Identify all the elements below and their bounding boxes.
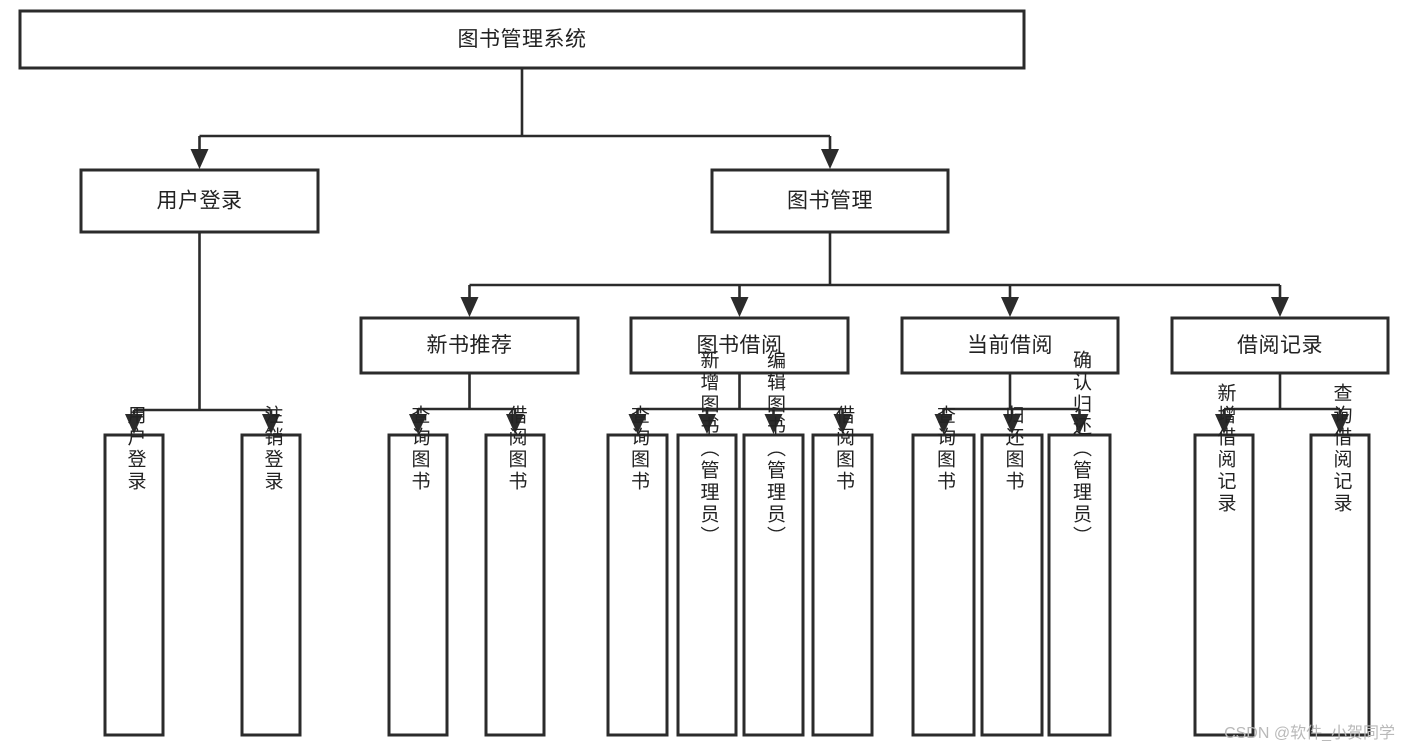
- node-label-book-borrow: 图书借阅: [697, 334, 783, 357]
- arrow-head-icon: [506, 414, 524, 434]
- node-leaf-add-borrow-record[interactable]: 新增借阅记录: [1193, 383, 1255, 737]
- arrow-head-icon: [821, 149, 839, 169]
- node-leaf-borrow-book-2[interactable]: 借阅图书: [811, 405, 874, 737]
- node-leaf-add-book-admin[interactable]: 新增图书（管理员）: [676, 350, 738, 737]
- node-box-book-manage: [710, 168, 950, 234]
- node-box-leaf-edit-book-admin: [742, 433, 805, 737]
- node-box-root: [18, 9, 1026, 70]
- node-layer: 图书管理系统用户登录图书管理新书推荐图书借阅当前借阅借阅记录用户登录注销登录查询…: [18, 9, 1390, 737]
- node-box-book-borrow: [629, 316, 850, 375]
- node-box-leaf-user-login: [103, 433, 165, 737]
- arrow-head-icon: [460, 297, 479, 317]
- node-user-login[interactable]: 用户登录: [79, 168, 320, 234]
- node-leaf-query-book-2[interactable]: 查询图书: [606, 405, 669, 737]
- node-label-leaf-query-book-2: 查询图书: [628, 405, 650, 493]
- arrow-head-icon: [125, 414, 143, 434]
- connector-layer: [125, 68, 1349, 434]
- node-leaf-confirm-return-admin[interactable]: 确认归还（管理员）: [1047, 350, 1112, 737]
- node-box-borrow-record: [1170, 316, 1390, 375]
- node-box-leaf-confirm-return-admin: [1047, 433, 1112, 737]
- node-box-leaf-query-book-1: [387, 433, 449, 737]
- node-label-leaf-borrow-book-1: 借阅图书: [506, 405, 528, 493]
- node-label-leaf-add-book-admin: 新增图书（管理员）: [698, 350, 720, 548]
- node-box-leaf-logout: [240, 433, 302, 737]
- arrow-head-icon: [1271, 297, 1289, 317]
- node-box-user-login: [79, 168, 320, 234]
- node-book-manage[interactable]: 图书管理: [710, 168, 950, 234]
- node-box-leaf-query-book-2: [606, 433, 669, 737]
- node-label-leaf-logout: 注销登录: [262, 405, 284, 493]
- node-box-leaf-add-borrow-record: [1193, 433, 1255, 737]
- node-leaf-query-book-3[interactable]: 查询图书: [911, 405, 976, 737]
- arrow-head-icon: [190, 149, 209, 169]
- arrow-head-icon: [409, 414, 427, 434]
- node-label-root: 图书管理系统: [458, 28, 587, 51]
- node-box-new-book-recommend: [359, 316, 580, 375]
- node-root[interactable]: 图书管理系统: [18, 9, 1026, 70]
- node-label-new-book-recommend: 新书推荐: [427, 334, 513, 357]
- arrow-head-icon: [1001, 297, 1019, 317]
- node-label-leaf-query-book-1: 查询图书: [409, 405, 431, 493]
- node-box-leaf-borrow-book-1: [484, 433, 546, 737]
- arrow-head-icon: [1215, 414, 1233, 434]
- node-label-leaf-borrow-book-2: 借阅图书: [833, 405, 855, 493]
- node-label-borrow-record: 借阅记录: [1237, 334, 1323, 357]
- node-label-leaf-query-borrow-record: 查询借阅记录: [1331, 383, 1353, 515]
- node-current-borrow[interactable]: 当前借阅: [900, 316, 1120, 375]
- node-label-leaf-edit-book-admin: 编辑图书（管理员）: [764, 350, 786, 548]
- node-leaf-edit-book-admin[interactable]: 编辑图书（管理员）: [742, 350, 805, 737]
- node-label-book-manage: 图书管理: [787, 190, 873, 213]
- node-leaf-query-book-1[interactable]: 查询图书: [387, 405, 449, 737]
- node-box-leaf-query-book-3: [911, 433, 976, 737]
- arrow-head-icon: [764, 414, 783, 434]
- node-leaf-logout[interactable]: 注销登录: [240, 405, 302, 737]
- node-label-current-borrow: 当前借阅: [967, 334, 1053, 357]
- node-box-leaf-borrow-book-2: [811, 433, 874, 737]
- node-box-leaf-query-borrow-record: [1309, 433, 1371, 737]
- node-label-leaf-confirm-return-admin: 确认归还（管理员）: [1070, 350, 1092, 548]
- arrow-head-icon: [698, 414, 716, 434]
- arrow-head-icon: [628, 414, 647, 434]
- arrow-head-icon: [1070, 414, 1089, 434]
- arrow-head-icon: [833, 414, 852, 434]
- node-box-leaf-add-book-admin: [676, 433, 738, 737]
- node-leaf-query-borrow-record[interactable]: 查询借阅记录: [1309, 383, 1371, 737]
- arrow-head-icon: [934, 414, 953, 434]
- arrow-head-icon: [1331, 414, 1349, 434]
- node-leaf-borrow-book-1[interactable]: 借阅图书: [484, 405, 546, 737]
- node-borrow-record[interactable]: 借阅记录: [1170, 316, 1390, 375]
- node-leaf-return-book[interactable]: 归还图书: [980, 405, 1044, 737]
- node-label-leaf-user-login: 用户登录: [125, 405, 147, 493]
- node-label-leaf-add-borrow-record: 新增借阅记录: [1215, 383, 1237, 515]
- arrow-head-icon: [730, 297, 749, 317]
- node-label-user-login: 用户登录: [157, 190, 243, 213]
- node-leaf-user-login[interactable]: 用户登录: [103, 405, 165, 737]
- node-box-current-borrow: [900, 316, 1120, 375]
- arrow-head-icon: [1003, 414, 1021, 434]
- node-box-leaf-return-book: [980, 433, 1044, 737]
- node-new-book-recommend[interactable]: 新书推荐: [359, 316, 580, 375]
- node-book-borrow[interactable]: 图书借阅: [629, 316, 850, 375]
- node-label-leaf-query-book-3: 查询图书: [934, 405, 956, 493]
- arrow-head-icon: [262, 414, 280, 434]
- node-label-leaf-return-book: 归还图书: [1003, 405, 1025, 493]
